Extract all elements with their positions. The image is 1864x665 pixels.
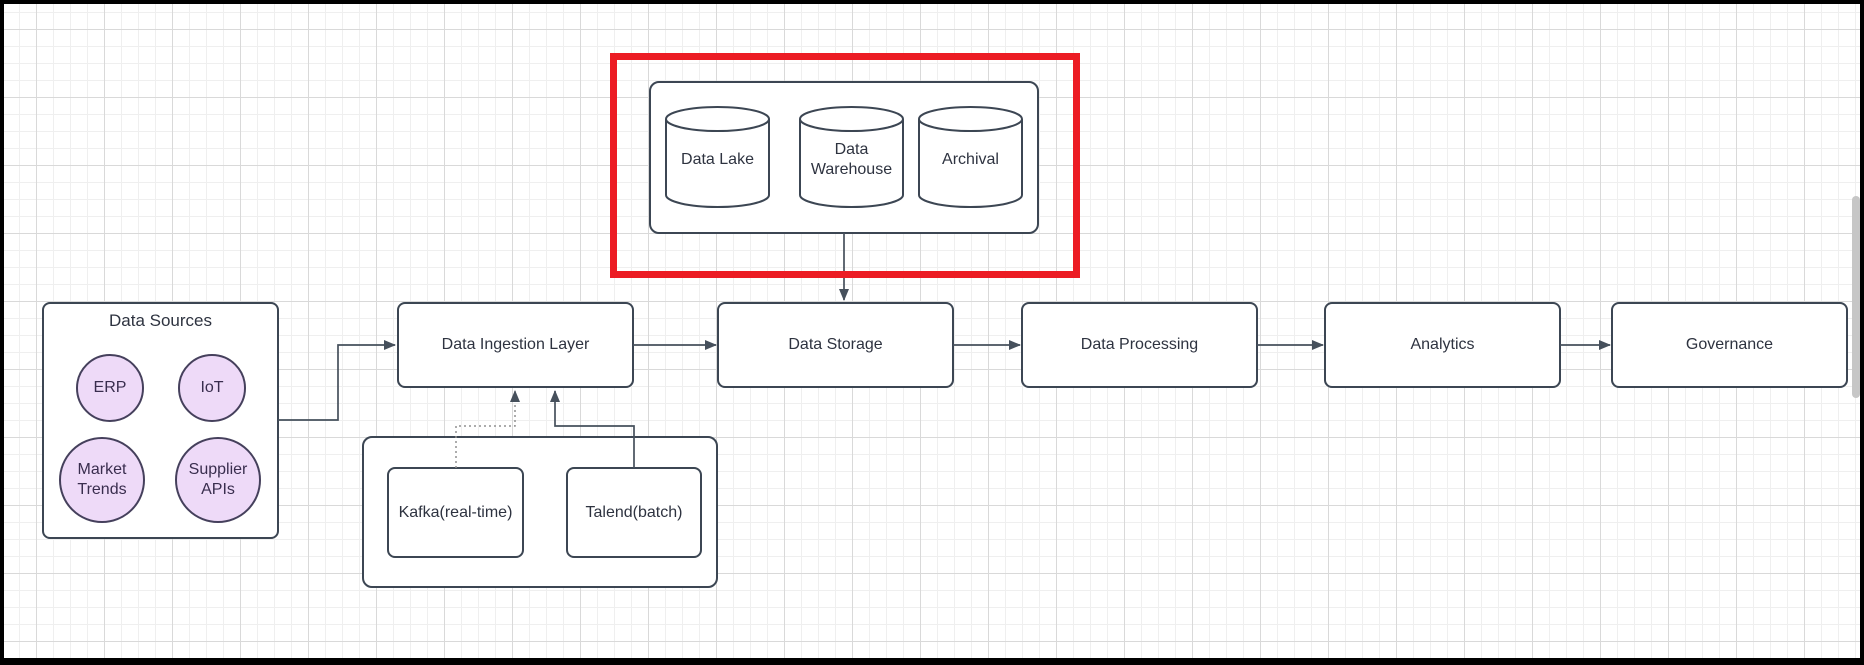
talend-box[interactable] [566,467,702,558]
supplier-apis-circle[interactable] [175,437,261,523]
connector-kafka-to-ingestion-dotted[interactable] [455,390,520,468]
erp-circle[interactable] [76,354,144,422]
connector-sources-to-ingestion[interactable] [278,340,396,421]
window-border-top [0,0,1864,4]
data-lake-cylinder[interactable] [665,106,770,208]
data-storage-box[interactable] [717,302,954,388]
data-ingestion-layer-box[interactable] [397,302,634,388]
highlight-rectangle[interactable] [610,53,1080,278]
data-processing-box[interactable] [1021,302,1258,388]
data-warehouse-cylinder[interactable] [799,106,904,208]
connector-talend-to-ingestion[interactable] [550,390,635,468]
market-trends-circle[interactable] [59,437,145,523]
governance-box[interactable] [1611,302,1848,388]
analytics-box[interactable] [1324,302,1561,388]
iot-circle[interactable] [178,354,246,422]
window-border-right [1860,0,1864,665]
archival-cylinder[interactable] [918,106,1023,208]
vertical-scrollbar-thumb[interactable] [1852,196,1860,398]
window-border-left [0,0,4,665]
window-border-bottom [0,658,1864,665]
kafka-box[interactable] [387,467,524,558]
